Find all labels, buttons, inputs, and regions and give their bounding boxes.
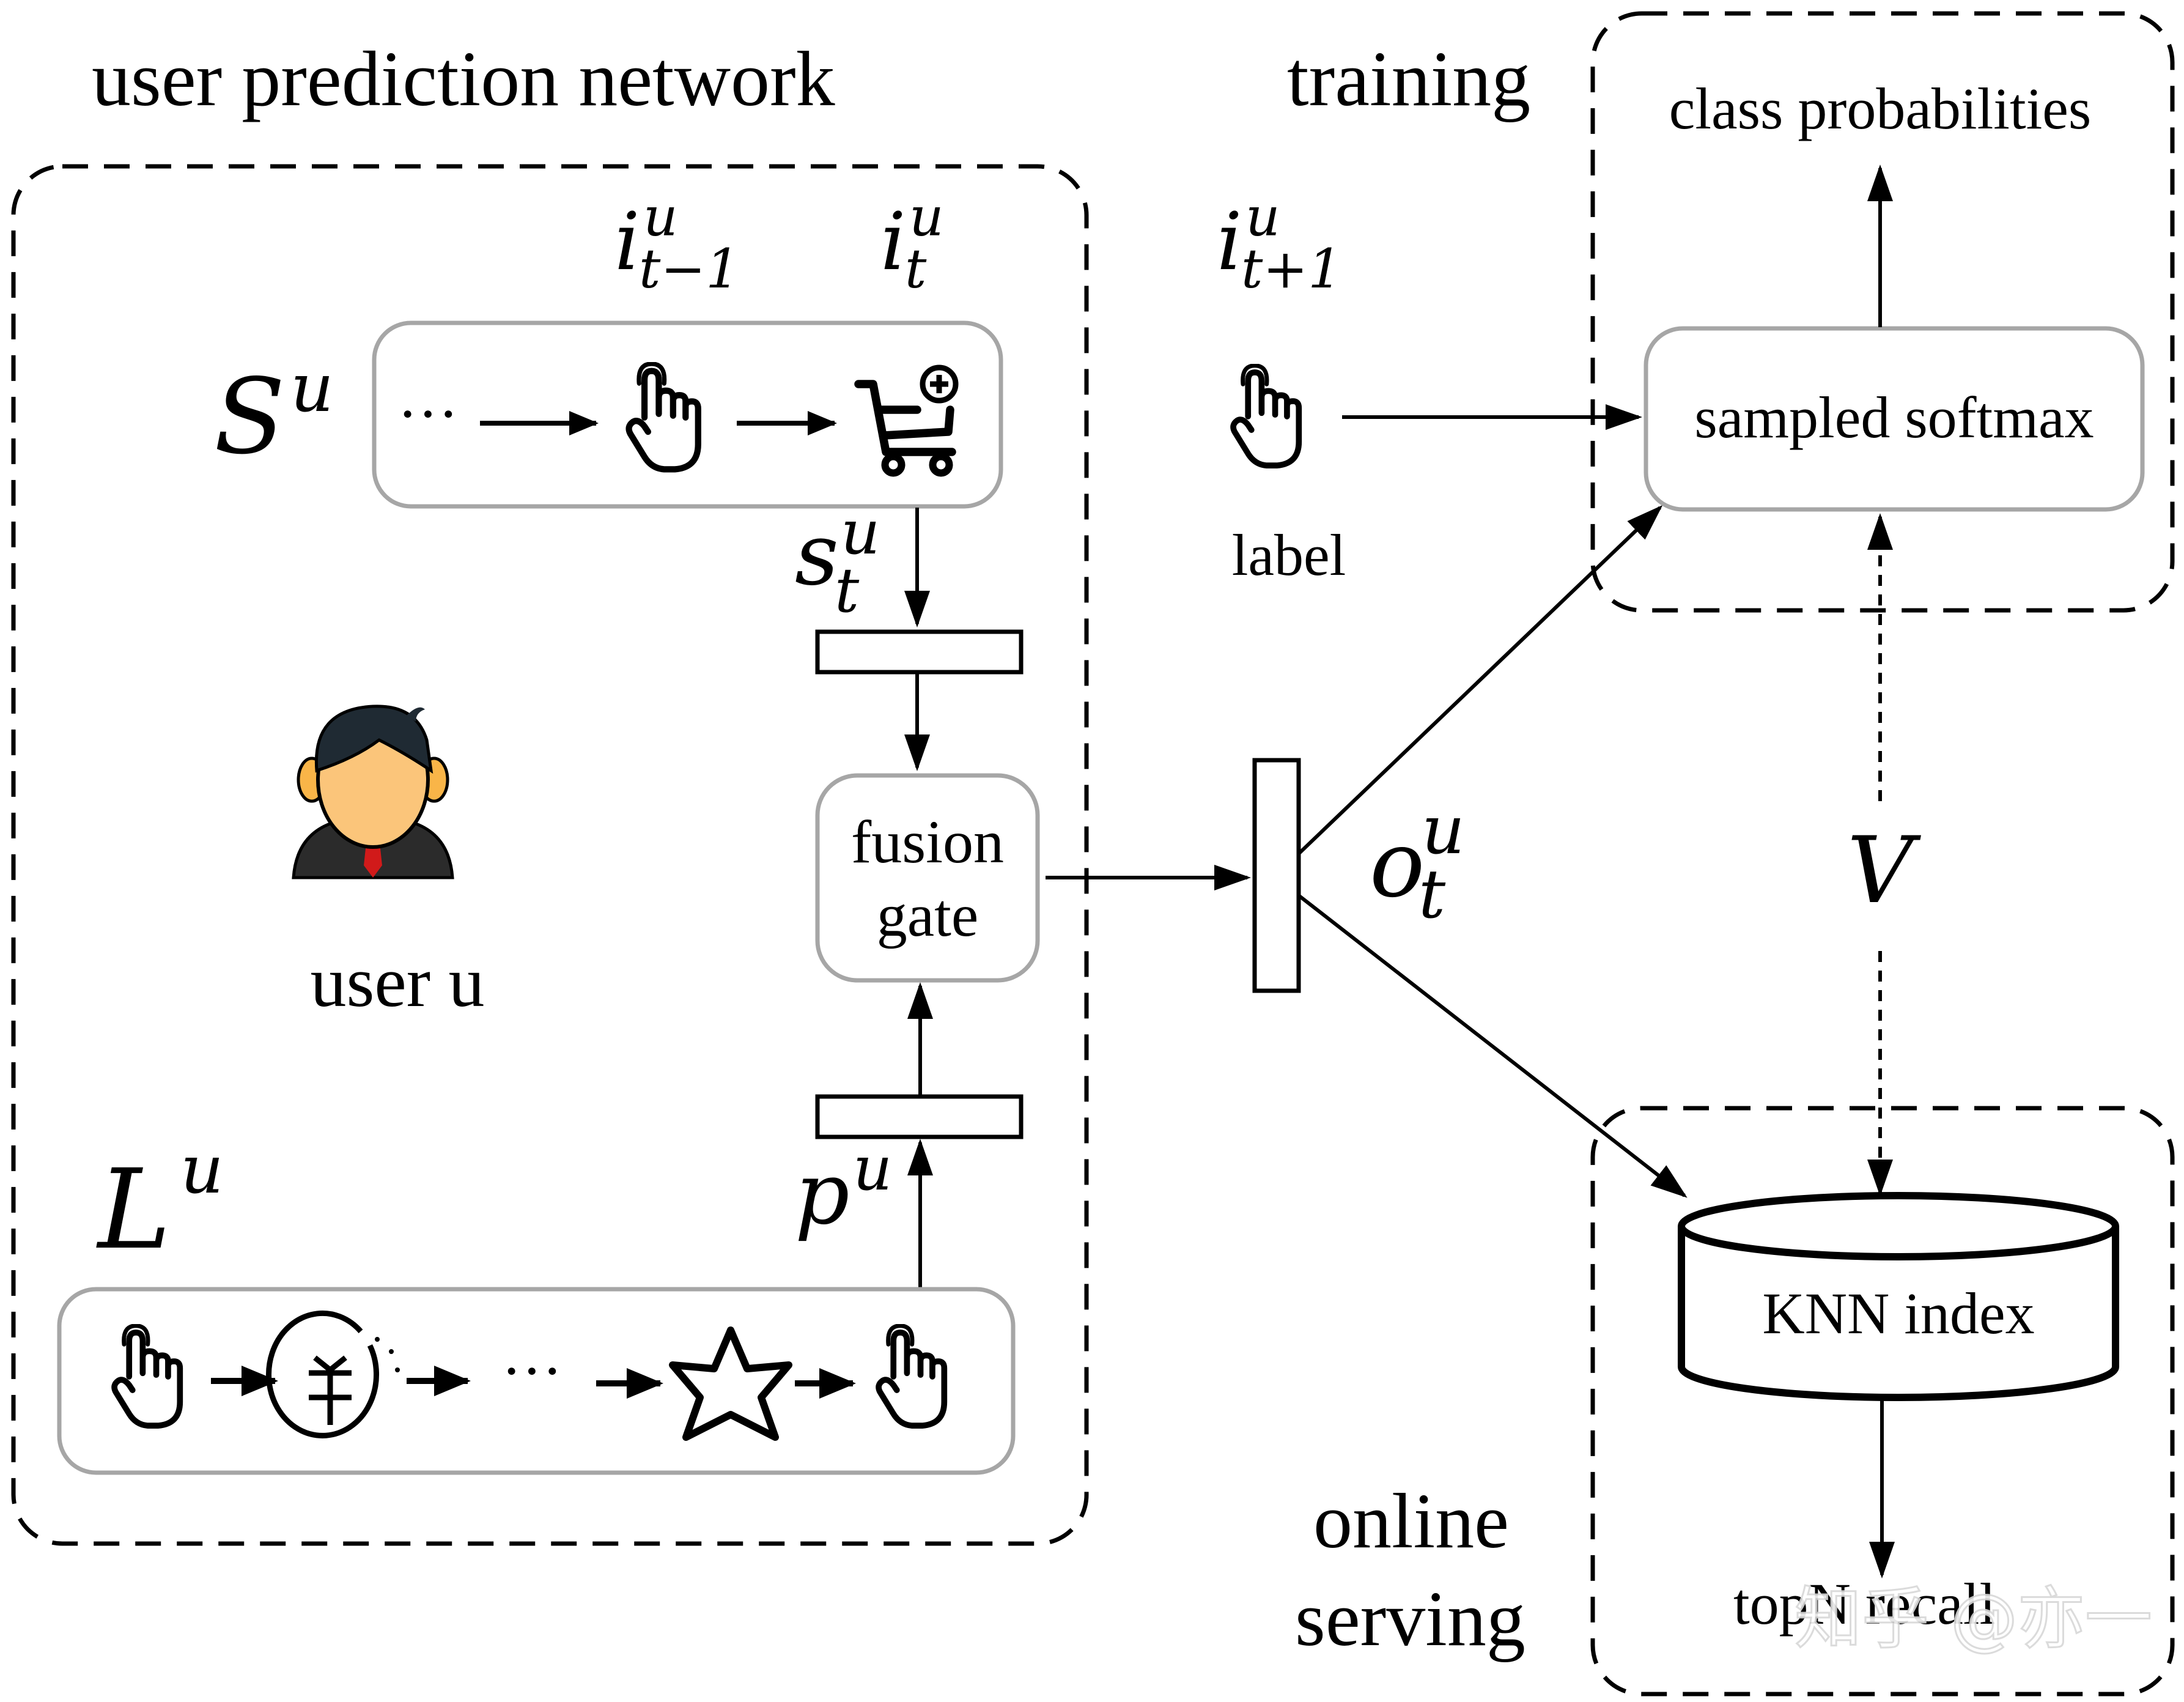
fusion-gate-node (815, 773, 1040, 983)
short-vec-base: s (795, 505, 839, 605)
short-seq-sup: u (290, 349, 334, 427)
item-curr-sup: u (909, 185, 944, 248)
item-prev-sup: u (643, 185, 678, 248)
short-seq-symbol: S (214, 357, 285, 478)
user-label: user u (310, 942, 484, 1022)
output-vec-base: o (1370, 812, 1425, 918)
long-vector-label: p u (795, 1133, 892, 1244)
topn-recall-label: topN recall (1733, 1571, 1996, 1637)
item-prev-sub: t−1 (639, 237, 740, 300)
label-text: label (1232, 522, 1346, 588)
section-title-online: online (1313, 1478, 1509, 1564)
star-icon (669, 1326, 792, 1441)
long-term-vector (815, 1094, 1024, 1139)
fusion-gate-line2: gate (877, 881, 979, 949)
sampled-softmax-node (1644, 326, 2145, 512)
item-embedding-matrix-label: V (1847, 818, 1922, 924)
user-prediction-network-group (11, 164, 1089, 1546)
output-to-softmax-arrow (1297, 505, 1663, 855)
long-vec-sup: u (853, 1133, 892, 1204)
long-seq-symbol: L (96, 1146, 171, 1274)
short-seq-ellipsis: ··· (397, 380, 459, 448)
item-prev-label: i u t−1 (614, 185, 740, 300)
long-term-sequence-label: L u (96, 1130, 224, 1274)
section-title-serving: serving (1295, 1575, 1525, 1662)
short-term-vector (815, 629, 1024, 675)
short-vector-label: s u t (795, 497, 880, 626)
long-seq-sup: u (180, 1130, 224, 1208)
section-title-user-prediction-network: user prediction network (92, 35, 835, 122)
section-title-training: training (1287, 35, 1530, 122)
item-next-sup: u (1245, 185, 1280, 248)
item-next-label: i u t+1 (1217, 185, 1342, 300)
user-output-vector (1252, 758, 1301, 993)
sampled-softmax-label: sampled softmax (1694, 385, 2094, 450)
item-prev-base: i (614, 195, 640, 288)
knn-index-label: KNN index (1762, 1281, 2034, 1346)
training-group (1590, 11, 2175, 613)
output-to-knn-arrow (1298, 894, 1688, 1198)
short-term-sequence-label: S u (214, 349, 334, 478)
item-current-label: i u t (880, 185, 944, 300)
online-serving-group (1590, 1106, 2175, 1696)
yen-coin-icon (266, 1311, 400, 1438)
fusion-gate-line1: fusion (851, 808, 1004, 876)
output-vec-sub: t (1418, 855, 1446, 933)
knn-index-database-icon (1678, 1192, 2119, 1401)
item-next-sub: t+1 (1241, 237, 1342, 300)
short-vec-sub: t (835, 555, 860, 626)
class-probabilities-label: class probabilities (1669, 76, 2092, 141)
watermark-text: 知乎 @亦一 (1795, 1580, 2152, 1658)
item-curr-base: i (880, 195, 906, 288)
long-seq-ellipsis: ··· (501, 1337, 563, 1405)
short-vec-sup: u (841, 497, 880, 568)
item-next-base: i (1217, 195, 1242, 288)
user-avatar-icon (292, 705, 454, 879)
item-curr-sub: t (905, 237, 927, 300)
output-vec-sup: u (1422, 791, 1465, 869)
click-hand-icon (1233, 366, 1299, 465)
output-vector-label: o u t (1370, 791, 1465, 933)
long-vec-base: p (795, 1144, 850, 1244)
